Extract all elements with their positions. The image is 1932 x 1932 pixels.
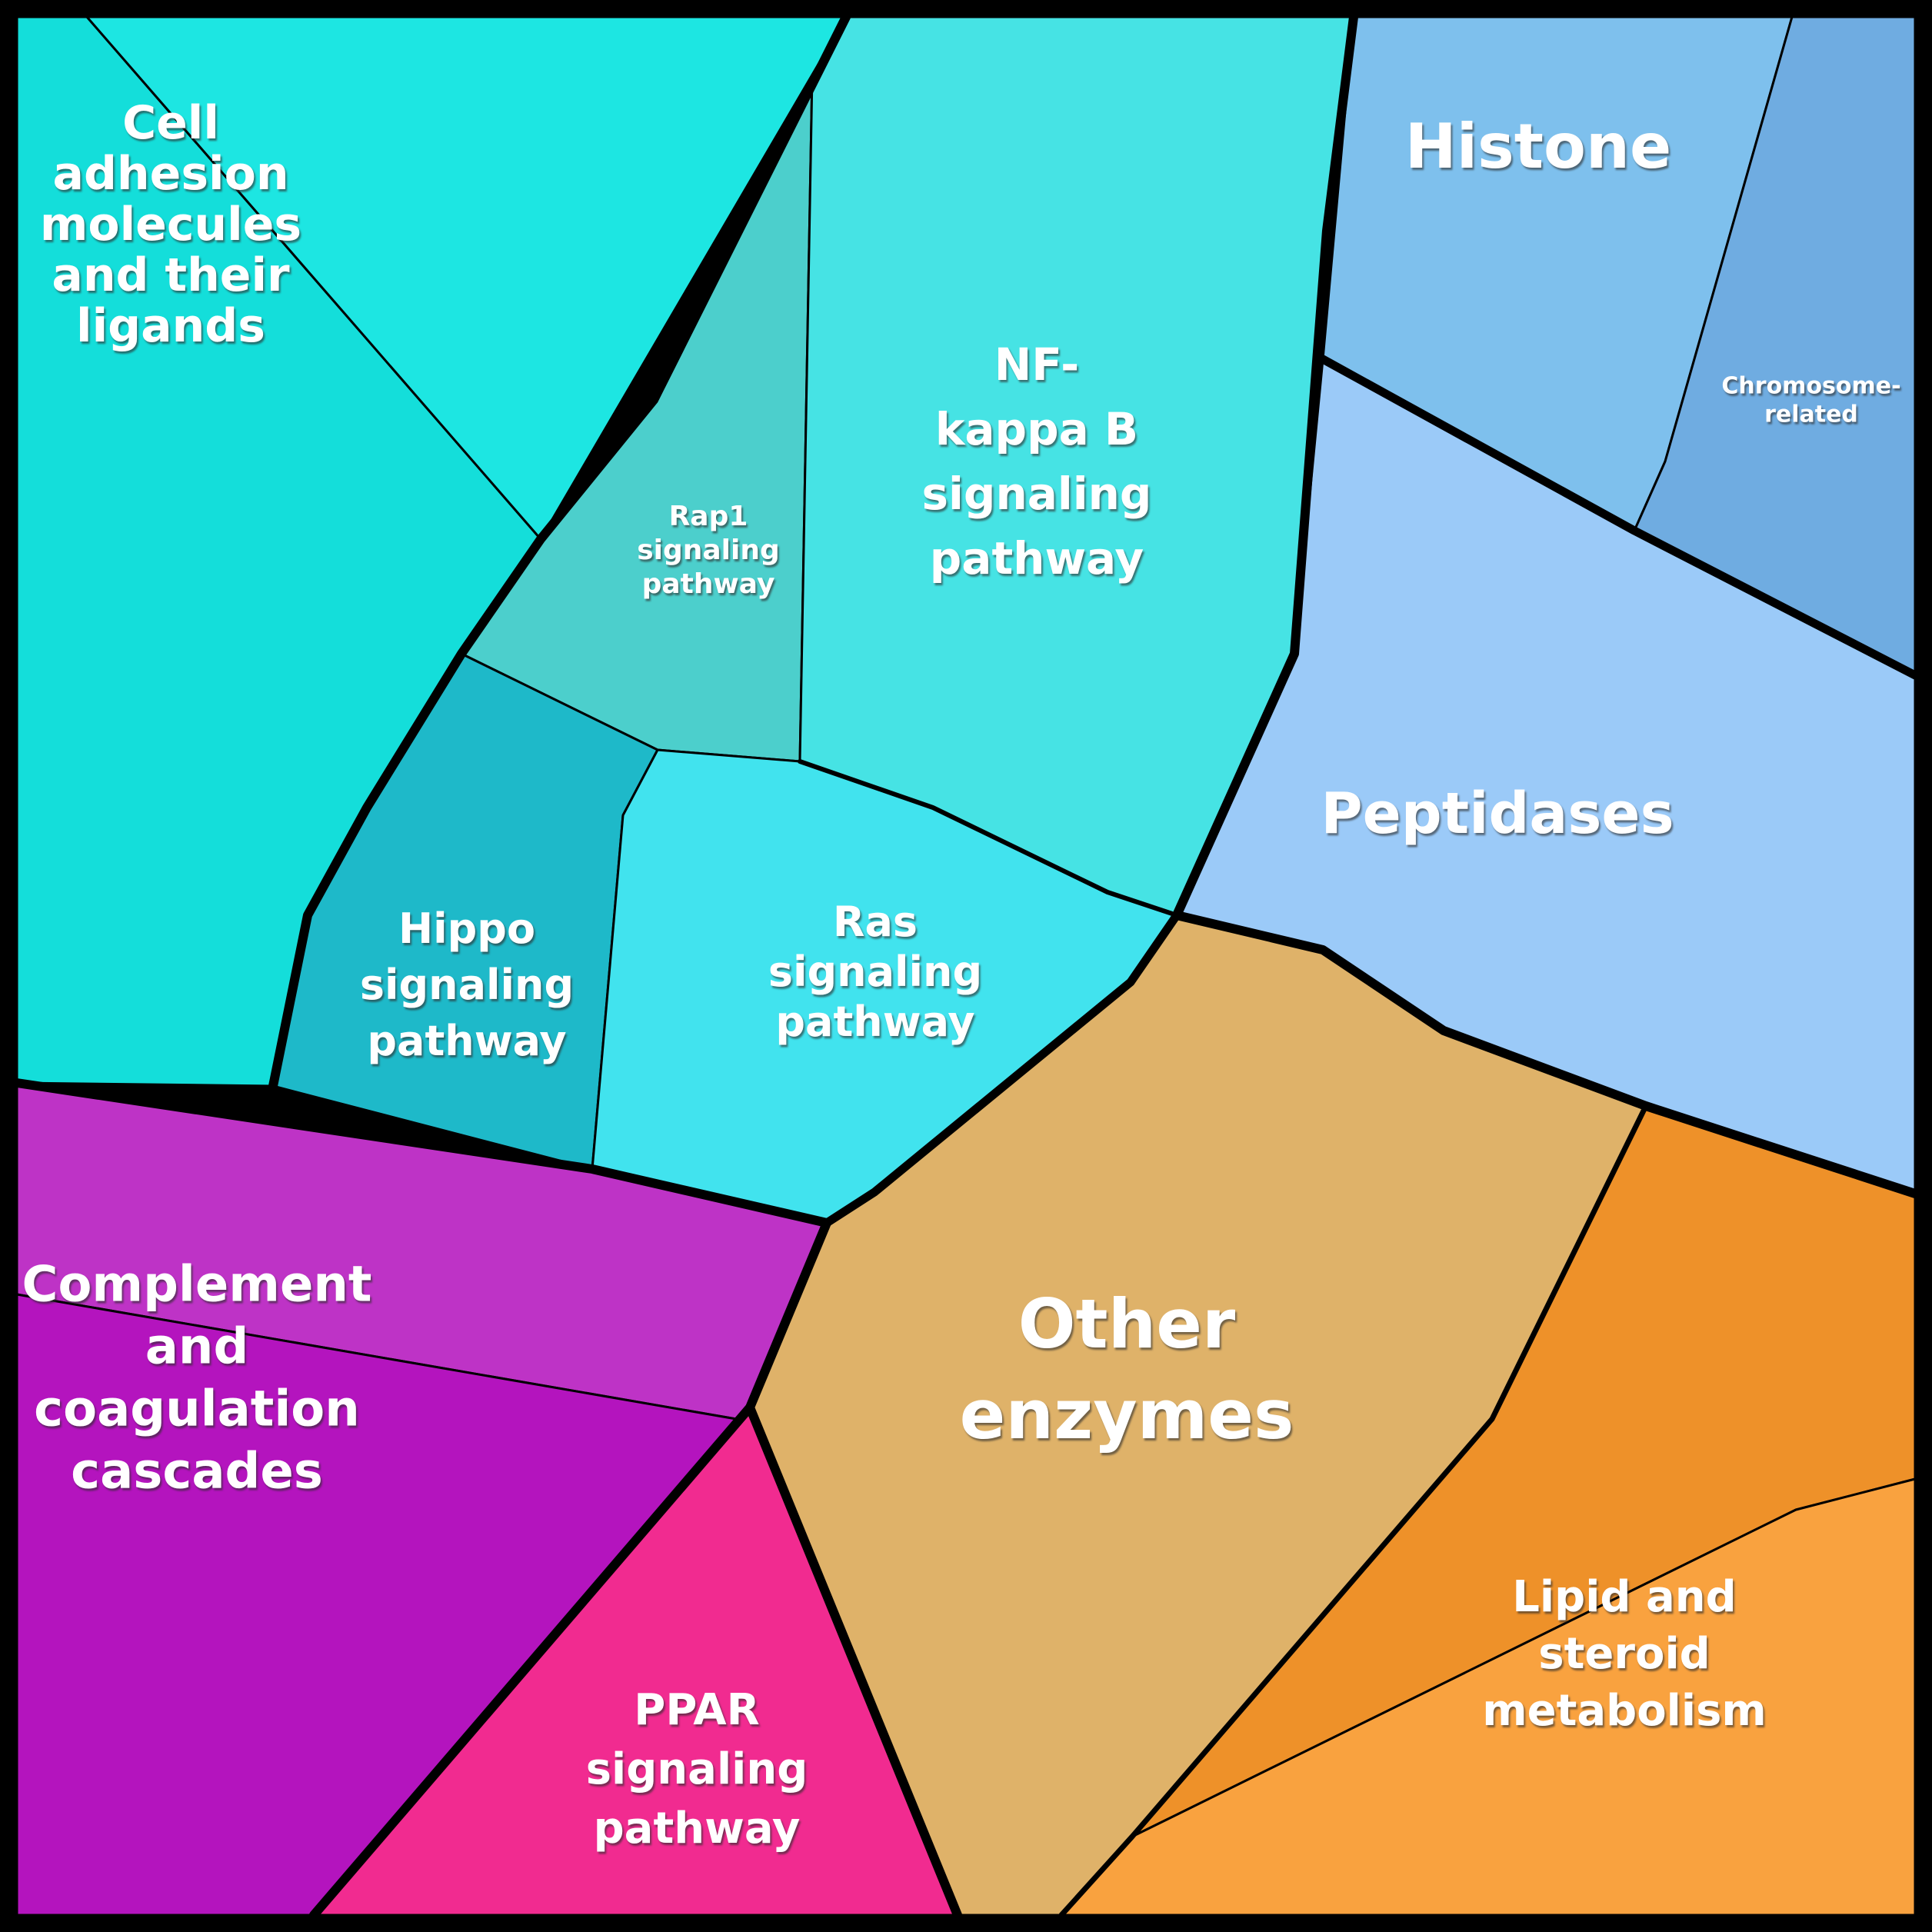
group-border-other-enzymes-vs-lipid — [1058, 1103, 1649, 1918]
treemap-cell-cell-adhesion-b[interactable] — [85, 15, 848, 541]
group-border-histone-vs-peptidases — [1318, 355, 1920, 680]
group-border-ras-vs-other-enzymes — [822, 911, 1181, 1227]
group-border-nfkb-vs-ras — [798, 759, 1179, 918]
group-border-complement-top — [12, 1078, 831, 1227]
group-border-cell-adhesion-vs-signaling — [268, 12, 851, 1091]
group-border-ppar-vs-other-enzymes — [745, 1403, 962, 1920]
group-border-peptidases-vs-metabolism — [1172, 911, 1920, 1198]
group-border-signaling-vs-blue-group — [1172, 12, 1358, 920]
